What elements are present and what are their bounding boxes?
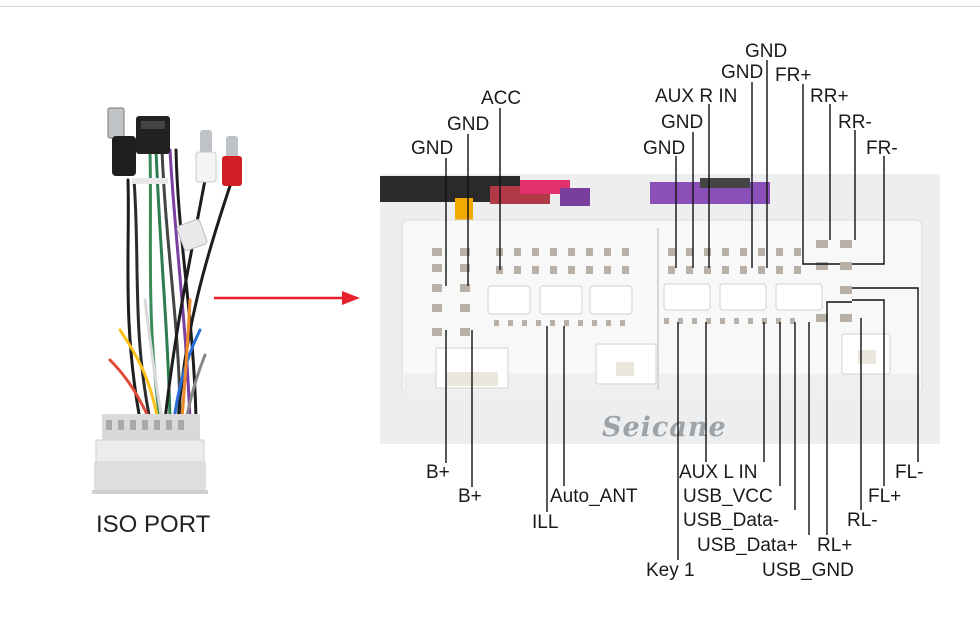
label-gnd-5: GND (721, 62, 763, 83)
top-divider (0, 6, 980, 7)
leader-lines (445, 60, 919, 560)
label-rl-minus: RL- (847, 510, 878, 531)
label-gnd-1: GND (411, 138, 453, 159)
label-usb-gnd: USB_GND (762, 560, 854, 581)
label-gnd-2: GND (447, 114, 489, 135)
label-rl-plus: RL+ (817, 535, 852, 556)
label-usb-data-plus: USB_Data+ (697, 535, 798, 556)
label-rr-minus: RR- (838, 112, 872, 133)
iso-harness-image (92, 107, 242, 494)
top-pin-labels: GND GND ACC GND GND AUX R IN GND GND FR+… (411, 41, 898, 159)
label-gnd-4: GND (661, 112, 703, 133)
seicane-watermark: Seicane (602, 412, 727, 443)
label-fl-minus: FL- (895, 462, 924, 483)
label-rr-plus: RR+ (810, 86, 849, 107)
connector-photo (380, 174, 940, 444)
label-ill: ILL (532, 512, 558, 533)
label-aux-l-in: AUX L IN (679, 462, 758, 483)
label-fl-plus: FL+ (868, 486, 901, 507)
label-fr-minus: FR- (866, 138, 898, 159)
bottom-pin-labels: B+ B+ Auto_ANT ILL Key 1 AUX L IN USB_VC… (426, 462, 924, 581)
label-b-plus-2: B+ (458, 486, 482, 507)
label-key-1: Key 1 (646, 560, 695, 581)
label-gnd-6: GND (745, 41, 787, 62)
label-acc: ACC (481, 88, 521, 109)
label-fr-plus: FR+ (775, 65, 811, 86)
label-usb-vcc: USB_VCC (683, 486, 773, 507)
label-gnd-3: GND (643, 138, 685, 159)
label-b-plus-1: B+ (426, 462, 450, 483)
label-auto-ant: Auto_ANT (550, 486, 638, 507)
label-usb-data-minus: USB_Data- (683, 510, 779, 531)
label-aux-r-in: AUX R IN (655, 86, 737, 107)
pointer-arrow (214, 291, 360, 305)
iso-port-caption: ISO PORT (96, 511, 211, 538)
